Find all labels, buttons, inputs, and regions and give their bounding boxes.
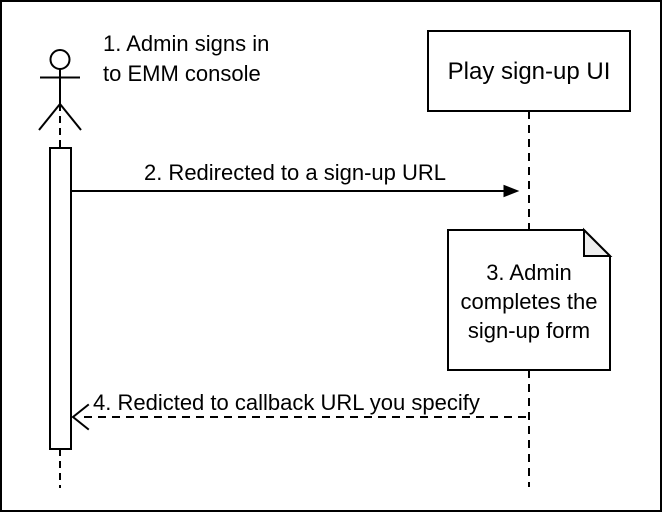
play-signup-ui-label: Play sign-up UI xyxy=(448,58,611,85)
note-label-line3: sign-up form xyxy=(468,318,590,343)
note-outline xyxy=(447,229,611,371)
actor-head-icon xyxy=(49,49,71,70)
play-signup-ui-box xyxy=(427,30,631,112)
message-2-arrow xyxy=(71,184,520,198)
actor-leg-left xyxy=(38,103,61,131)
message-4-label: 4. Redicted to callback URL you specify xyxy=(93,390,480,415)
actor-leg-right xyxy=(59,103,82,131)
actor-label-line1: 1. Admin signs in xyxy=(103,31,269,56)
note-fold-icon xyxy=(583,227,613,257)
actor-label-line2: to EMM console xyxy=(103,61,261,86)
message-2-arrowhead-icon xyxy=(503,184,520,198)
message-2-label: 2. Redirected to a sign-up URL xyxy=(144,160,446,185)
message-4-arrow xyxy=(71,403,528,431)
actor-activation-bar xyxy=(49,147,72,450)
note-box: 3. Admin completes the sign-up form xyxy=(447,227,613,371)
message-4-arrowhead-icon xyxy=(71,403,90,431)
note-label-line1: 3. Admin xyxy=(486,260,572,285)
actor-figure xyxy=(38,49,82,131)
note-label-line2: completes the xyxy=(461,289,598,314)
